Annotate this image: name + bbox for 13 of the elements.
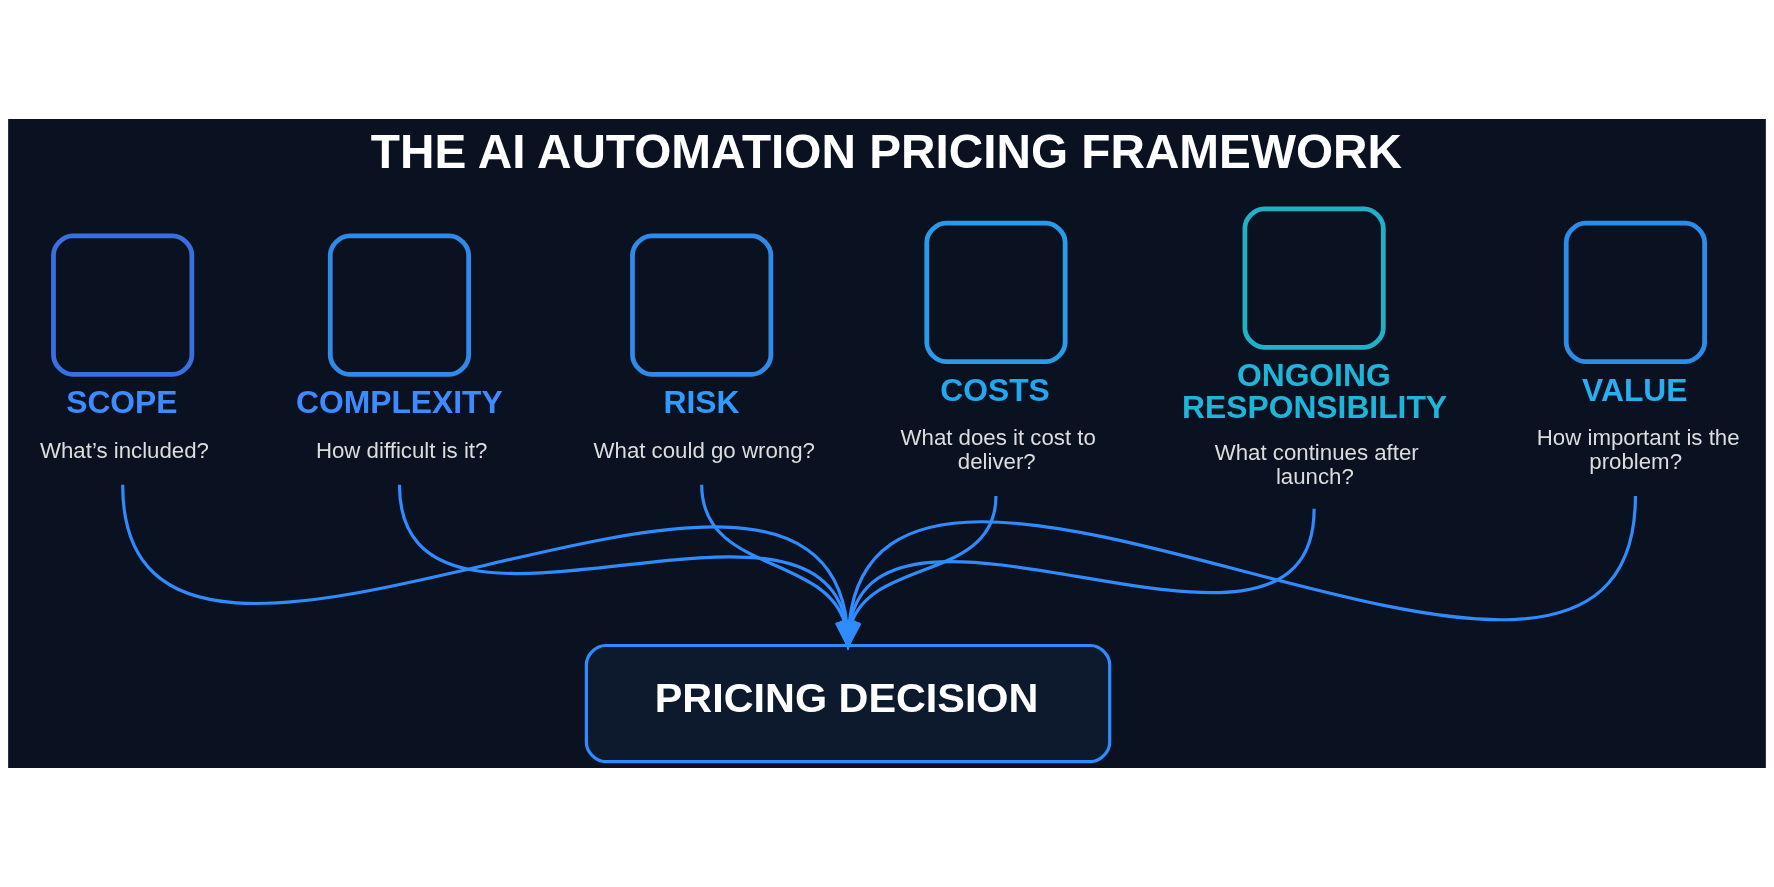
node-label: COMPLEXITY	[296, 384, 503, 421]
node-label: RISK	[663, 384, 740, 421]
node-label: ONGOING RESPONSIBILITY	[1182, 357, 1448, 426]
node-label: What could go wrong?	[593, 438, 815, 464]
node-label: What continues after launch?	[1214, 439, 1419, 489]
node-label: What’s included?	[39, 438, 210, 464]
diagram-title: THE AI AUTOMATION PRICING FRAMEWORK	[370, 125, 1403, 179]
node-label: COSTS	[940, 371, 1050, 408]
node-label: SCOPE	[66, 384, 178, 421]
node-label: VALUE	[1582, 371, 1688, 408]
node-label: How important is the problem?	[1536, 425, 1740, 475]
node-label: What does it cost to deliver?	[900, 425, 1096, 475]
node-label: How difficult is it?	[315, 438, 488, 464]
